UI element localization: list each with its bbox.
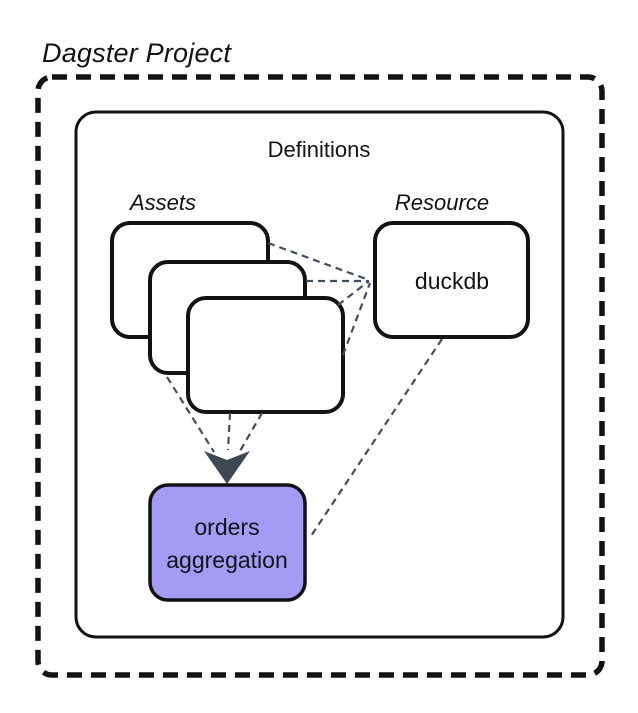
connector-asset-mid-to-orders [226, 412, 232, 451]
connector-asset-right-to-orders [239, 412, 263, 452]
connector-asset-front-edge-to-duckdb [341, 282, 372, 356]
connector-asset-back-to-duckdb [267, 241, 370, 282]
resource-label: Resource [395, 190, 489, 215]
orders-aggregation-label-line1: orders [194, 514, 259, 540]
definitions-label: Definitions [268, 137, 371, 162]
orders-aggregation-node [148, 483, 307, 602]
asset-card-front [186, 296, 345, 414]
project-boundary [35, 74, 605, 678]
duckdb-resource-node [373, 221, 530, 339]
connector-asset-left-to-orders [166, 376, 215, 453]
orders-aggregation-label-line2: aggregation [166, 547, 288, 573]
duckdb-resource-label: duckdb [415, 268, 489, 294]
connector-asset-front-corner-to-duckdb [337, 280, 370, 306]
assets-label: Assets [128, 190, 196, 215]
arrowhead-icon [204, 451, 250, 484]
project-title: Dagster Project [42, 38, 232, 68]
connector-duckdb-to-orders [308, 338, 443, 540]
